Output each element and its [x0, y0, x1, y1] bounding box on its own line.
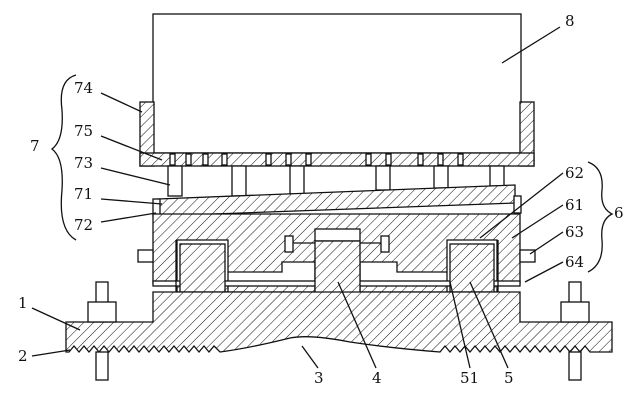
- label-62: 62: [565, 164, 584, 182]
- label-71: 71: [74, 185, 93, 203]
- brace-group-7: [50, 74, 77, 241]
- left-side-pin: [137, 249, 154, 263]
- base-plate-1: [65, 291, 613, 354]
- right-end-piece: [513, 195, 522, 214]
- top-block-8: [152, 13, 522, 154]
- center-post-4: [314, 240, 361, 295]
- right-slider-5: [449, 243, 495, 293]
- right-lug: [380, 235, 390, 253]
- label-6: 6: [614, 204, 624, 222]
- label-74: 74: [74, 79, 93, 97]
- slotted-strip-75: [139, 152, 535, 167]
- label-64: 64: [565, 253, 584, 271]
- label-72: 72: [74, 216, 93, 234]
- label-1: 1: [18, 294, 28, 312]
- label-51: 51: [460, 369, 479, 387]
- label-63: 63: [565, 223, 584, 241]
- right-bolt: [560, 281, 590, 381]
- tilted-plate-71: [157, 184, 516, 217]
- label-75: 75: [74, 122, 93, 140]
- label-2: 2: [18, 347, 28, 365]
- label-61: 61: [565, 196, 584, 214]
- leader-lines: [31, 26, 564, 369]
- label-8: 8: [565, 12, 575, 30]
- left-lug: [284, 235, 294, 253]
- label-73: 73: [74, 154, 93, 172]
- label-5: 5: [504, 369, 514, 387]
- strip-slots: [169, 153, 464, 166]
- label-7: 7: [30, 137, 40, 155]
- link-bracket: [314, 228, 361, 242]
- label-4: 4: [372, 369, 382, 387]
- left-bolt: [87, 281, 117, 381]
- brace-group-6: [587, 161, 614, 273]
- label-3: 3: [314, 369, 324, 387]
- left-slider: [179, 243, 226, 293]
